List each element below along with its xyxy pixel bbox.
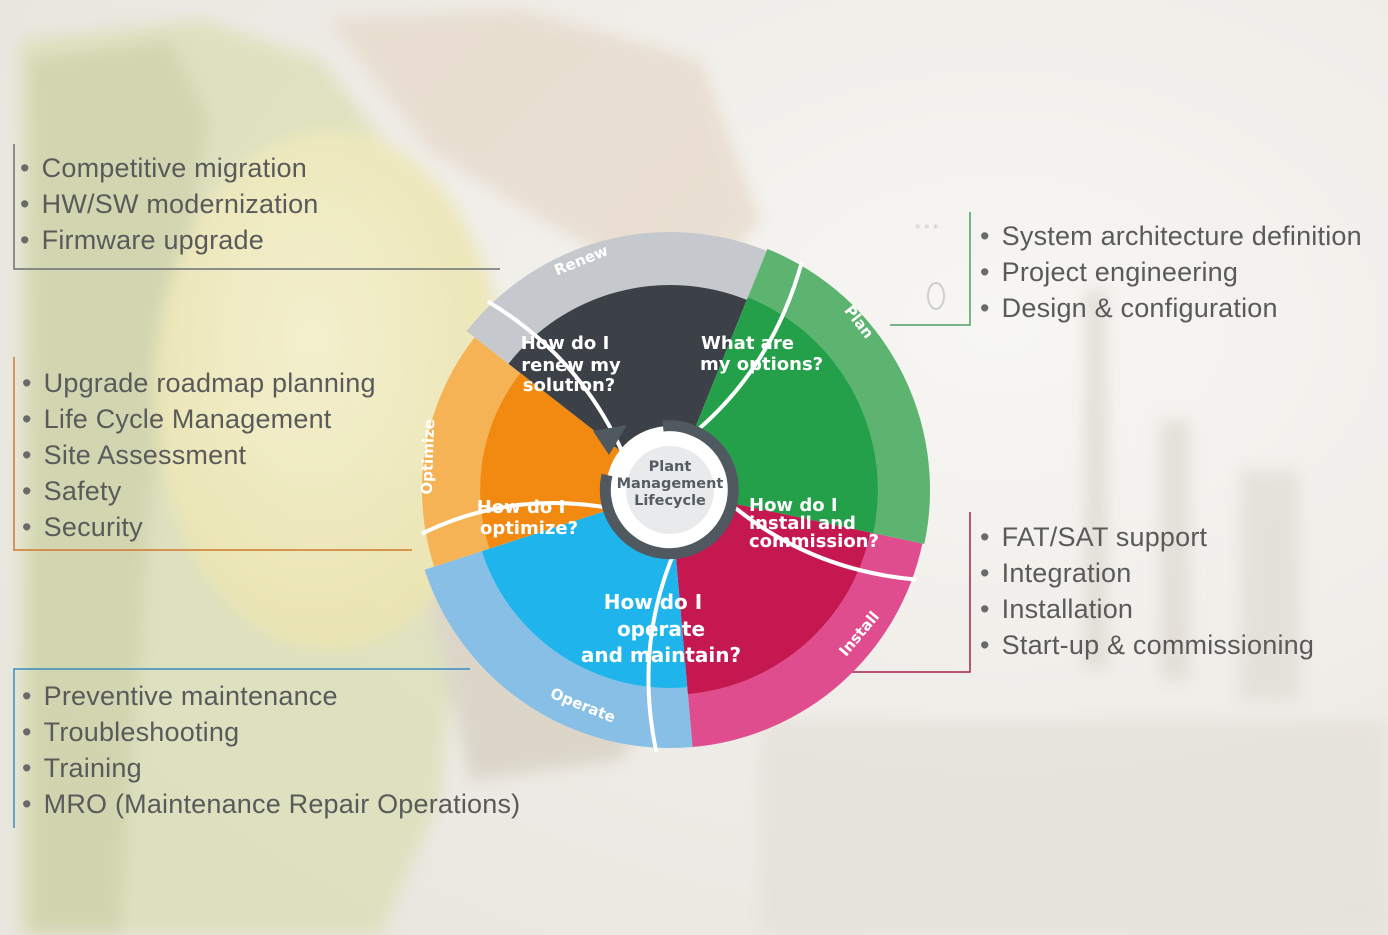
install-list: FAT/SAT support Integration Installation… [980,519,1314,663]
cycle-arrow-icon [593,425,627,455]
operate-item: Preventive maintenance [22,678,520,714]
wheel-cores [480,285,878,695]
plan-question-line: What are [701,333,794,354]
operate-item: Training [22,750,520,786]
plan-question-line: my options? [700,354,823,375]
install-item: Start-up & commissioning [980,627,1314,663]
plan-divider-line [691,260,804,436]
install-item: Integration [980,555,1314,591]
renew-question-line: How do I [521,333,610,354]
renew-core-segment[interactable] [508,285,747,454]
install-item: Installation [980,591,1314,627]
operate-divider-line [646,548,678,753]
renew-question-line: solution? [523,375,615,396]
operate-list: Preventive maintenance Troubleshooting T… [22,678,521,822]
renew-connector [13,144,500,270]
operate-core-segment[interactable] [481,508,688,689]
install-ring-segment[interactable] [687,532,923,748]
plan-ring-segment[interactable] [747,248,931,545]
plan-core-segment[interactable] [692,297,878,534]
hub-label-line: Plant [649,459,692,475]
optimize-ring-segment[interactable] [422,337,521,567]
install-item: FAT/SAT support [980,519,1314,555]
optimize-segment-label[interactable]: Optimize [418,419,439,495]
operate-item: Troubleshooting [22,714,520,750]
hub-label-line: Lifecycle [634,493,706,509]
operate-question-line: How do I [604,590,702,614]
optimize-question-line: optimize? [480,518,578,539]
renew-ring-segment[interactable] [466,232,767,364]
renew-item: Competitive migration [20,150,319,186]
install-connector [852,512,971,673]
renew-item: HW/SW modernization [20,186,319,222]
optimize-item: Site Assessment [22,437,376,473]
plan-list: System architecture definition Project e… [980,218,1362,326]
optimize-list: Upgrade roadmap planning Life Cycle Mana… [22,365,376,545]
plan-item: System architecture definition [980,218,1362,254]
optimize-connector [13,357,412,551]
wheel-divider-lines [420,260,917,753]
optimize-divider-line [420,501,614,536]
optimize-item: Life Cycle Management [22,401,376,437]
install-divider-line [727,500,917,582]
operate-ring-segment[interactable] [424,551,693,749]
wheel-rings [422,232,931,749]
optimize-question-line: How do I [477,497,566,518]
cycle-arrow-arc [599,420,739,560]
plan-connector [890,212,971,326]
faint-ring-icon [927,282,945,310]
install-question-line: commission? [749,531,879,552]
operate-question-line: and maintain? [581,643,741,667]
install-core-segment[interactable] [675,502,871,695]
faint-mark: * * * [915,222,939,235]
operate-connector [13,668,470,828]
hub-label-line: Management [617,476,724,492]
hub-inner [626,446,714,534]
operate-question-line: operate [617,617,705,641]
install-question-line: install and [749,513,856,534]
plan-item: Project engineering [980,254,1362,290]
optimize-item: Security [22,509,376,545]
lifecycle-wheel: Plant Management Lifecycle How do I rene… [418,232,931,753]
operate-item: MRO (Maintenance Repair Operations) [22,786,521,822]
optimize-item: Safety [22,473,376,509]
renew-list: Competitive migration HW/SW modernizatio… [20,150,319,258]
renew-question-line: renew my [521,355,621,376]
renew-item: Firmware upgrade [20,222,319,258]
install-question-line: How do I [749,495,838,516]
plan-item: Design & configuration [980,290,1362,326]
optimize-item: Upgrade roadmap planning [22,365,376,401]
